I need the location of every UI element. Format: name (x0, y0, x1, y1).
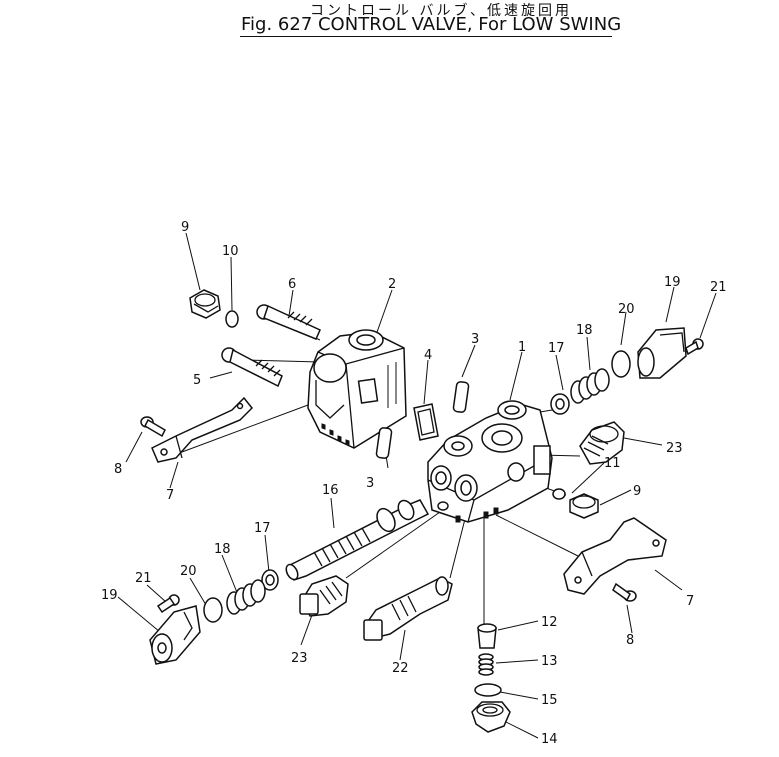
callout-5: 5 (193, 373, 201, 388)
callout-2: 2 (388, 277, 396, 292)
callout-3-upper: 3 (471, 332, 479, 347)
callout-12: 12 (541, 615, 558, 630)
part-17-spring-seat-right (550, 393, 570, 415)
callout-17-left: 17 (254, 521, 271, 536)
part-15-o-ring (474, 683, 502, 697)
part-20-o-ring-right (611, 350, 631, 378)
callout-18-left: 18 (214, 542, 231, 557)
callout-21-right: 21 (710, 280, 727, 295)
callout-9-right: 9 (633, 484, 641, 499)
part-23-relief-valve-left (299, 575, 349, 617)
callout-3-lower: 3 (366, 476, 374, 491)
callout-labels: 9 10 6 2 5 4 3 1 3 8 7 18 17 20 19 21 23… (101, 220, 727, 747)
figure-title: Fig. 627 CONTROL VALVE, For LOW SWING (241, 14, 622, 35)
callout-1: 1 (518, 340, 526, 355)
callout-8-left: 8 (114, 462, 122, 477)
callout-7-left: 7 (166, 488, 174, 503)
part-21-screw-left (156, 594, 180, 614)
part-9-plug-right (569, 493, 599, 519)
part-19-cover-left (149, 605, 201, 665)
callout-23-left: 23 (291, 651, 308, 666)
part-3-seal-lower (375, 427, 393, 459)
part-13-spring (478, 653, 494, 676)
part-2-valve-body-cap (307, 329, 407, 449)
part-3-seal-upper (452, 381, 470, 413)
part-14-plug (471, 701, 511, 733)
callout-20-left: 20 (180, 564, 197, 579)
callout-4: 4 (424, 348, 432, 363)
part-8-bolt-left (140, 416, 166, 438)
callout-6: 6 (288, 277, 296, 292)
callout-18-right: 18 (576, 323, 593, 338)
callout-23-right: 23 (666, 441, 683, 456)
callout-19-left: 19 (101, 588, 118, 603)
part-5-bolt (221, 347, 283, 388)
callout-19-right: 19 (664, 275, 681, 290)
callout-20-right: 20 (618, 302, 635, 317)
callout-15: 15 (541, 693, 558, 708)
callout-7-right: 7 (686, 594, 694, 609)
part-7-bracket-left (151, 396, 254, 463)
part-7-bracket-right (563, 517, 667, 595)
part-10-o-ring (225, 310, 239, 328)
title-underline (240, 36, 612, 37)
callout-9-upper: 9 (181, 220, 189, 235)
callout-13: 13 (541, 654, 558, 669)
part-1-main-valve-body (427, 400, 553, 523)
figure-title-japanese: コントロール バルブ、低速旋回用 (310, 3, 573, 19)
part-22-check-valve (363, 576, 453, 641)
callout-16: 16 (322, 483, 339, 498)
part-6-bolt (256, 304, 321, 340)
callout-22: 22 (392, 661, 409, 676)
part-19-cover-right (637, 327, 687, 379)
part-18-spring-right (570, 368, 610, 404)
part-20-o-ring-left (203, 597, 223, 623)
part-11-o-ring-right (552, 488, 566, 500)
part-16-spool (285, 499, 430, 581)
part-9-plug (189, 289, 221, 319)
part-23-relief-valve-right (579, 421, 625, 465)
callout-17-right: 17 (548, 341, 565, 356)
callout-10: 10 (222, 244, 239, 259)
part-17-spring-seat-left (261, 569, 279, 591)
part-4-seal-plate (413, 403, 439, 441)
part-12-poppet (477, 623, 497, 649)
part-18-spring-left (226, 579, 266, 615)
callout-21-left: 21 (135, 571, 152, 586)
callout-11: 11 (604, 456, 621, 471)
part-8-bolt-right (612, 582, 637, 602)
callout-14: 14 (541, 732, 558, 747)
callout-8-right: 8 (626, 633, 634, 648)
part-21-screw-right (685, 338, 704, 356)
